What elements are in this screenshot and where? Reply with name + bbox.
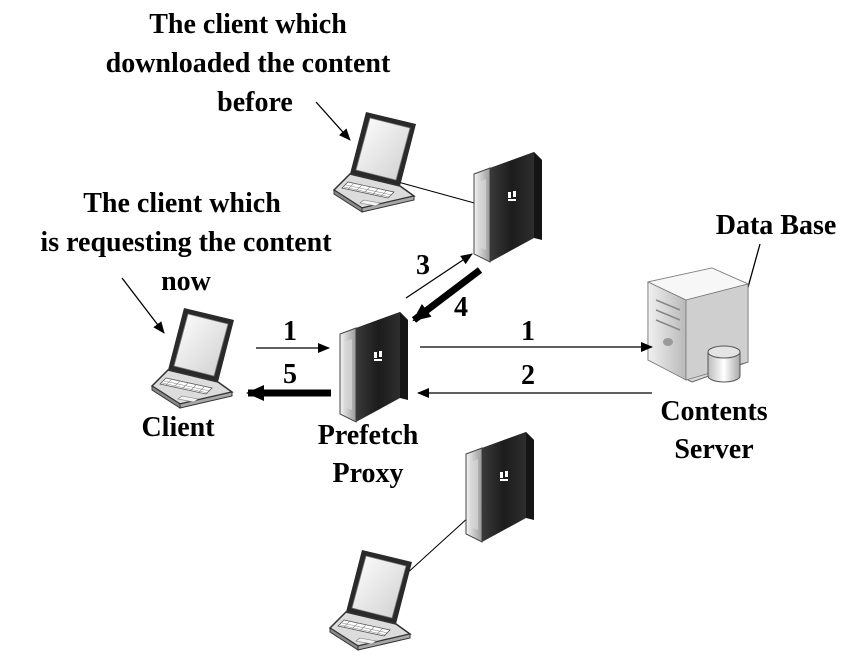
previous-client-laptop-icon: [333, 111, 417, 213]
arrow-3-proxy-to-peer: [405, 253, 473, 299]
step-2-label: 2: [521, 360, 535, 391]
step-3-label: 3: [416, 250, 430, 281]
bottom-client-link: [403, 515, 471, 577]
database-label: Data Base: [716, 210, 837, 241]
requesting-client-laptop-icon: [151, 307, 235, 409]
req-client-line-2: is requesting the content: [40, 227, 332, 258]
requesting-client-annotation: The client which is requesting the conte…: [40, 188, 332, 297]
client-label: Client: [141, 412, 215, 443]
bottom-client-laptop-icon: [329, 549, 413, 651]
prev-client-line-3: before: [217, 87, 293, 118]
prev-client-line-2: downloaded the content: [106, 48, 391, 79]
prefetch-proxy-tower-icon: [339, 311, 409, 423]
req-client-line-3: now: [161, 266, 212, 297]
req-client-line-1: The client which: [83, 188, 281, 219]
bottom-proxy-tower-icon: [465, 431, 535, 543]
prev-client-line-1: The client which: [149, 9, 347, 40]
step-1-label-client: 1: [283, 316, 297, 347]
prefetch-proxy-label-line-1: Prefetch: [318, 420, 419, 451]
step-5-label: 5: [283, 359, 297, 390]
step-4-label: 4: [454, 292, 468, 323]
arrow-4-peer-to-proxy: [411, 267, 483, 323]
req-client-pointer: [121, 277, 165, 334]
prev-client-link: [397, 181, 479, 205]
prefetch-proxy-label-line-2: Proxy: [332, 458, 403, 489]
database-cylinder-icon: [707, 345, 741, 383]
peer-proxy-tower-icon: [473, 151, 543, 263]
previous-client-annotation: The client which downloaded the content …: [106, 9, 391, 118]
contents-server-label-line-1: Contents: [660, 396, 767, 427]
step-1-label-server: 1: [521, 316, 535, 347]
contents-server-label-line-2: Server: [674, 434, 753, 465]
prev-client-pointer: [315, 101, 351, 141]
